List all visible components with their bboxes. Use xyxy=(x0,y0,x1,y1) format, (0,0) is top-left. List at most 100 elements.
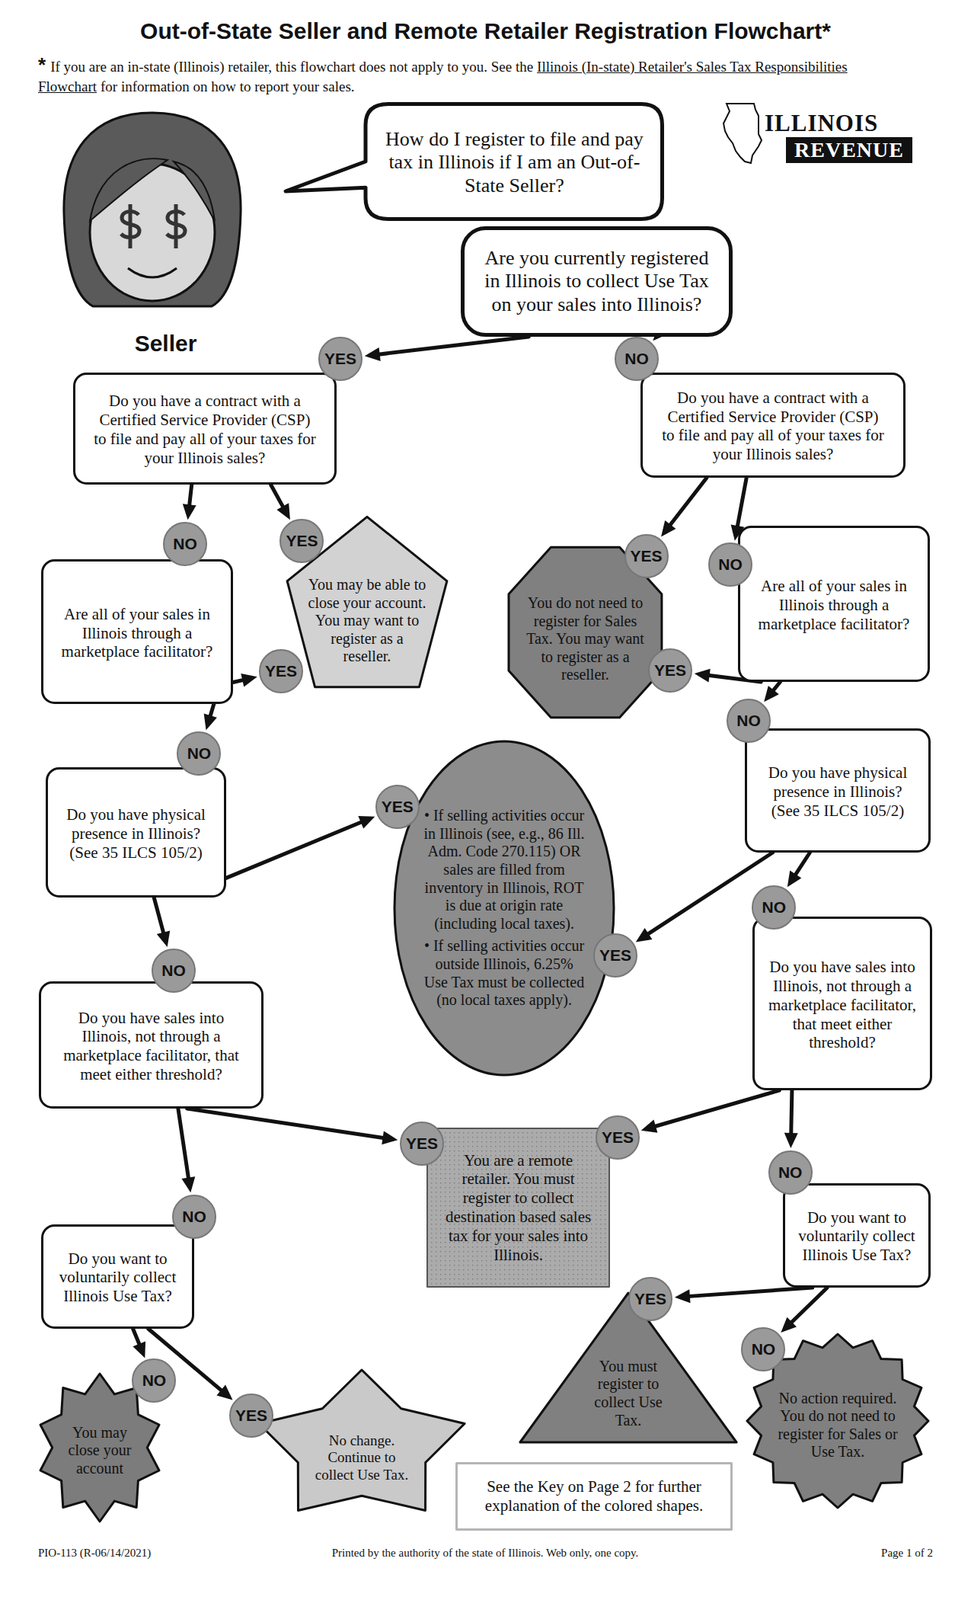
connector-line xyxy=(645,852,773,936)
texture-dot xyxy=(508,1277,510,1279)
texture-dot xyxy=(440,1232,441,1233)
texture-dot xyxy=(577,1191,579,1192)
texture-dot xyxy=(499,1268,501,1270)
box-outline xyxy=(463,228,732,336)
texture-dot xyxy=(581,1195,583,1197)
texture-dot xyxy=(604,1191,606,1192)
decision-box: Do you have sales into Illinois, not thr… xyxy=(38,980,264,1109)
logo-word: REVENUE xyxy=(785,137,913,163)
texture-dot xyxy=(595,1264,597,1265)
texture-dot xyxy=(600,1245,601,1247)
texture-dot xyxy=(431,1232,432,1233)
texture-dot xyxy=(453,1159,455,1160)
texture-dot xyxy=(572,1145,574,1147)
texture-dot xyxy=(517,1136,519,1138)
texture-dot xyxy=(463,1282,464,1284)
arrowhead xyxy=(641,1118,658,1132)
texture-dot xyxy=(444,1273,446,1275)
answer-circle: YES xyxy=(595,1114,640,1160)
texture-dot xyxy=(586,1172,588,1174)
texture-dot xyxy=(600,1277,601,1279)
texture-dot xyxy=(485,1273,487,1275)
node-text: You may close your account xyxy=(58,1423,142,1478)
texture-dot xyxy=(481,1136,483,1138)
node-text: Do you have a contract with a Certified … xyxy=(660,388,886,464)
texture-dot xyxy=(522,1277,524,1279)
texture-dot xyxy=(431,1172,432,1174)
texture-dot xyxy=(499,1264,501,1265)
decision-box: Do you have sales into Illinois, not thr… xyxy=(752,916,933,1090)
texture-dot xyxy=(453,1172,455,1174)
texture-dot xyxy=(563,1136,565,1138)
texture-dot xyxy=(531,1145,533,1147)
texture-dot xyxy=(431,1273,432,1275)
texture-dot xyxy=(444,1181,446,1183)
texture-dot xyxy=(485,1250,487,1252)
texture-dot xyxy=(577,1159,579,1160)
texture-dot xyxy=(577,1186,579,1188)
texture-dot xyxy=(440,1241,441,1243)
texture-dot xyxy=(435,1172,437,1174)
texture-dot xyxy=(586,1191,588,1192)
texture-dot xyxy=(572,1259,574,1261)
texture-dot xyxy=(522,1131,524,1133)
texture-dot xyxy=(604,1181,606,1183)
texture-dot xyxy=(485,1259,487,1261)
texture-dot xyxy=(458,1163,460,1165)
connector-line xyxy=(686,1287,813,1297)
text-area: Are all of your sales in Illinois throug… xyxy=(752,576,916,633)
connector xyxy=(182,484,197,520)
texture-dot xyxy=(549,1277,551,1279)
texture-dot xyxy=(440,1223,441,1224)
connector-line xyxy=(153,897,164,936)
texture-dot xyxy=(458,1136,460,1138)
texture-dot xyxy=(600,1195,601,1197)
text-area: You may be able to close your account. Y… xyxy=(306,575,428,666)
texture-dot xyxy=(481,1277,483,1279)
texture-dot xyxy=(536,1277,537,1279)
decision-box: Are all of your sales in Illinois throug… xyxy=(41,558,234,704)
texture-dot xyxy=(435,1268,437,1270)
texture-dot xyxy=(563,1245,565,1247)
texture-dot xyxy=(435,1186,437,1188)
texture-dot xyxy=(536,1282,537,1284)
texture-dot xyxy=(549,1268,551,1270)
texture-dot xyxy=(467,1268,469,1270)
texture-dot xyxy=(595,1163,597,1165)
arrowhead xyxy=(276,502,291,520)
texture-dot xyxy=(590,1273,592,1275)
texture-dot xyxy=(499,1131,501,1133)
outcome-triangle: You must register to collect Use Tax. xyxy=(517,1290,739,1444)
texture-dot xyxy=(595,1172,597,1174)
texture-dot xyxy=(604,1264,606,1265)
answer-circle: YES xyxy=(648,648,693,693)
node-text: Do you have sales into Illinois, not thr… xyxy=(55,1008,247,1084)
connector xyxy=(674,1287,813,1303)
texture-dot xyxy=(604,1277,606,1279)
texture-dot xyxy=(531,1277,533,1279)
texture-dot xyxy=(577,1245,579,1247)
texture-dot xyxy=(577,1177,579,1179)
texture-dot xyxy=(458,1282,460,1284)
texture-dot xyxy=(581,1282,583,1284)
texture-dot xyxy=(586,1168,588,1170)
text-area: Do you have physical presence in Illinoi… xyxy=(59,804,214,862)
connector xyxy=(784,1089,799,1148)
texture-dot xyxy=(600,1204,601,1206)
texture-dot xyxy=(449,1195,451,1197)
arrowhead xyxy=(156,929,170,947)
texture-dot xyxy=(572,1131,574,1133)
texture-dot xyxy=(444,1177,446,1179)
texture-dot xyxy=(431,1259,432,1261)
answer-circle: NO xyxy=(131,1357,176,1403)
texture-dot xyxy=(531,1131,533,1133)
texture-dot xyxy=(554,1255,556,1256)
texture-dot xyxy=(481,1273,483,1275)
texture-dot xyxy=(554,1140,556,1142)
texture-dot xyxy=(581,1131,583,1133)
texture-dot xyxy=(586,1136,588,1138)
texture-dot xyxy=(504,1145,505,1147)
texture-dot xyxy=(435,1209,437,1211)
texture-dot xyxy=(577,1136,579,1138)
texture-dot xyxy=(586,1140,588,1142)
